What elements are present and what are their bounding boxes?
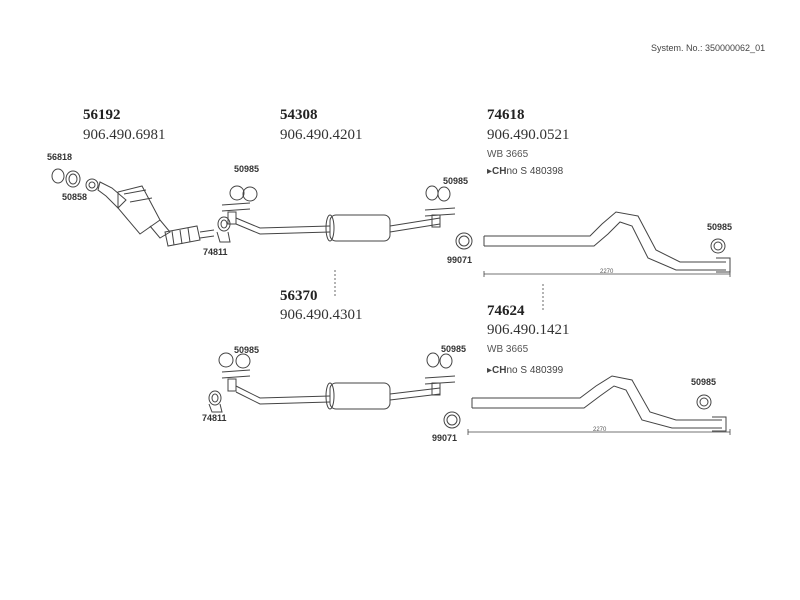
part-number-56370: 56370 <box>280 288 318 304</box>
callout-99071-top: 99071 <box>447 255 473 265</box>
rear-pipe-74624 <box>467 375 731 435</box>
arrow-right-icon: ▸ <box>487 365 493 376</box>
oe-number-74618: 906.490.0521 <box>487 127 570 143</box>
catalytic-converter-56192 <box>51 168 215 247</box>
callout-50985-top-left: 50985 <box>234 164 260 174</box>
ch-text: no S 480398 <box>506 166 564 177</box>
ch-number-74624: ▸CHno S 480399 <box>487 366 563 376</box>
part-number-74618: 74618 <box>487 107 525 123</box>
callout-50985-bottom-right: 50985 <box>691 377 717 387</box>
dimension-label-top: 2270 <box>600 269 614 275</box>
ch-prefix: CH <box>492 166 507 177</box>
arrow-right-icon: ▸ <box>487 166 493 177</box>
part-number-56192: 56192 <box>83 107 121 123</box>
rear-pipe-74618 <box>483 211 731 277</box>
front-silencer-56370 <box>208 352 461 429</box>
part-number-54308: 54308 <box>280 107 318 123</box>
callout-56818: 56818 <box>47 152 73 162</box>
oe-number-56192: 906.490.6981 <box>83 127 166 143</box>
callout-50985-top-right: 50985 <box>707 222 733 232</box>
ch-prefix: CH <box>492 365 507 376</box>
front-silencer-54308 <box>216 185 473 250</box>
oe-number-74624: 906.490.1421 <box>487 322 570 338</box>
ch-number-74618: ▸CHno S 480398 <box>487 167 563 177</box>
part-number-74624: 74624 <box>487 303 525 319</box>
system-number: System. No.: 350000062_01 <box>651 43 766 53</box>
oe-number-56370: 906.490.4301 <box>280 307 363 323</box>
callout-50858: 50858 <box>62 192 88 202</box>
callout-50985-bottom-left: 50985 <box>234 345 260 355</box>
wb-number-74618: WB 3665 <box>487 149 529 160</box>
ch-text: no S 480399 <box>506 365 564 376</box>
oe-number-54308: 906.490.4201 <box>280 127 363 143</box>
callout-99071-bottom: 99071 <box>432 433 458 443</box>
callout-74811-top: 74811 <box>203 247 228 257</box>
callout-50985-top-mid: 50985 <box>443 176 469 186</box>
dimension-label-bottom: 2270 <box>593 427 607 433</box>
callout-50985-bottom-mid: 50985 <box>441 344 467 354</box>
wb-number-74624: WB 3665 <box>487 344 529 355</box>
callout-74811-bottom: 74811 <box>202 413 227 423</box>
